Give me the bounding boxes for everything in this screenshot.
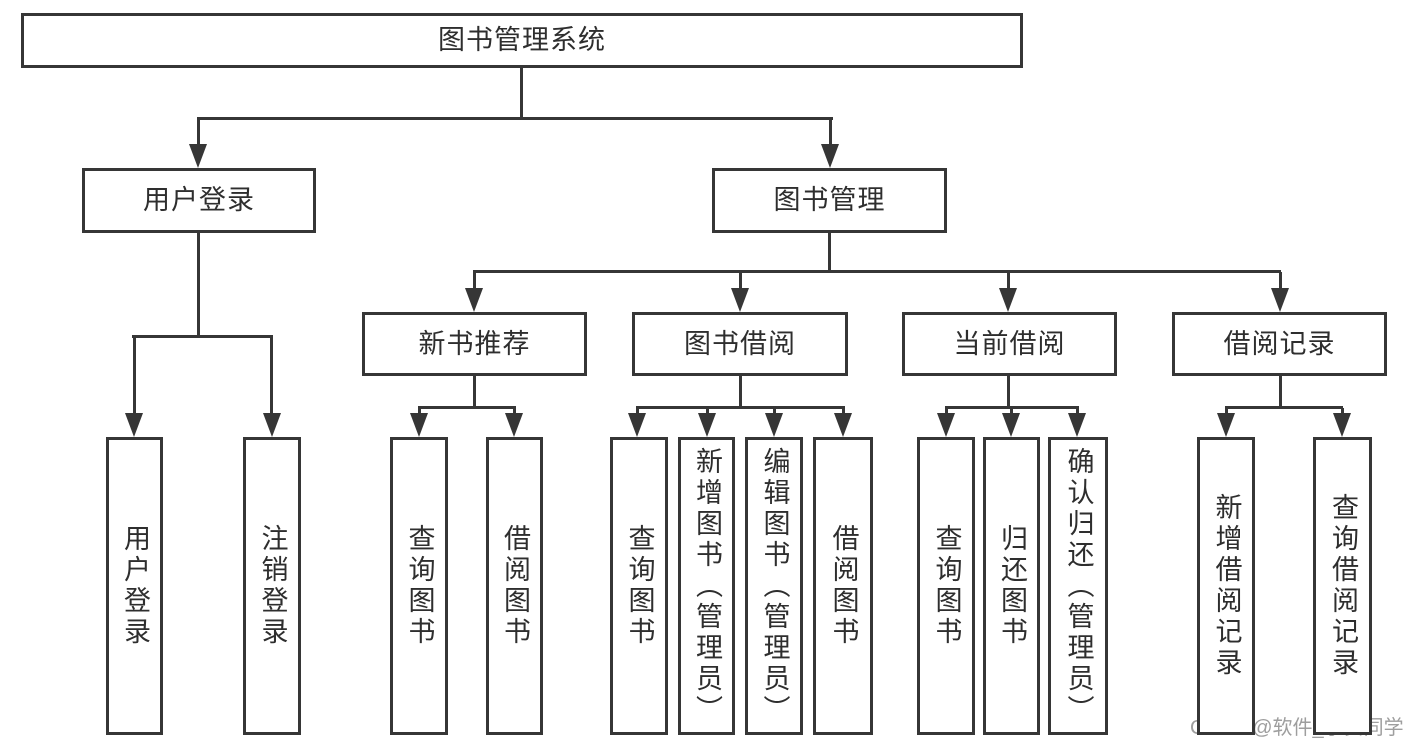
connector-line [197,119,200,146]
connector-line [1076,408,1079,414]
node-leaf-add-record: 新增借阅记录 [1197,437,1255,735]
node-label: 注销登录 [257,524,288,648]
node-label: 图书借阅 [684,328,796,359]
arrowhead-down-icon [125,413,143,437]
connector-line [270,337,273,414]
node-leaf-edit-book: 编辑图书（管理员） [745,437,803,735]
node-label: 用户登录 [143,185,255,215]
connector-line [739,272,742,289]
node-label: 图书管理系统 [438,25,606,55]
node-label: 借阅图书 [828,524,859,648]
node-leaf-query-book-2: 查询图书 [610,437,668,735]
connector-line [520,68,523,119]
node-leaf-add-book: 新增图书（管理员） [678,437,735,735]
node-label: 查询借阅记录 [1328,493,1358,679]
arrowhead-down-icon [505,413,523,437]
connector-line [197,232,200,337]
node-book-borrow: 图书借阅 [632,312,848,376]
node-label: 新增借阅记录 [1211,493,1242,679]
connector-line [418,408,421,414]
arrowhead-down-icon [1217,413,1235,437]
node-label: 借阅图书 [500,524,530,648]
arrowhead-down-icon [465,288,483,312]
node-current-borrow: 当前借阅 [902,312,1117,376]
connector-line [473,376,476,408]
connector-line [1010,408,1013,414]
node-leaf-logout: 注销登录 [243,437,301,735]
node-label: 新增图书（管理员） [692,446,722,726]
arrowhead-down-icon [731,288,749,312]
connector-line [1341,408,1344,414]
node-label: 编辑图书（管理员） [759,446,790,726]
node-label: 归还图书 [997,524,1027,648]
connector-line [418,406,516,409]
arrowhead-down-icon [821,144,839,168]
node-leaf-user-login: 用户登录 [106,437,163,735]
connector-line [1007,376,1010,408]
arrowhead-down-icon [410,413,428,437]
arrowhead-down-icon [698,413,716,437]
arrowhead-down-icon [1068,413,1086,437]
node-new-book-rec: 新书推荐 [362,312,587,376]
connector-line [773,408,776,414]
node-label: 查询图书 [931,524,962,648]
node-label: 当前借阅 [953,328,1066,359]
connector-line [828,233,831,272]
arrowhead-down-icon [263,413,281,437]
connector-line [473,270,1281,273]
node-label: 借阅记录 [1223,328,1336,359]
arrowhead-down-icon [628,413,646,437]
connector-line [945,408,948,414]
node-label: 新书推荐 [418,328,531,359]
node-leaf-borrow-book-1: 借阅图书 [486,437,543,735]
arrowhead-down-icon [765,413,783,437]
node-label: 确认归还（管理员） [1063,446,1094,726]
node-leaf-confirm-return: 确认归还（管理员） [1048,437,1108,735]
node-label: 用户登录 [120,524,150,648]
connector-line [133,337,136,414]
connector-line [829,119,832,146]
node-label: 图书管理 [773,185,886,215]
arrowhead-down-icon [1271,288,1289,312]
connector-line [636,406,845,409]
node-user-login: 用户登录 [82,168,316,233]
arrowhead-down-icon [1333,413,1351,437]
node-root: 图书管理系统 [21,13,1023,68]
node-leaf-query-record: 查询借阅记录 [1313,437,1372,735]
node-label: 查询图书 [624,524,655,648]
arrowhead-down-icon [999,288,1017,312]
arrowhead-down-icon [189,144,207,168]
node-label: 查询图书 [404,524,435,648]
arrowhead-down-icon [834,413,852,437]
arrowhead-down-icon [937,413,955,437]
connector-line [132,335,273,338]
connector-line [513,408,516,414]
node-borrow-records: 借阅记录 [1172,312,1387,376]
connector-line [1279,272,1282,289]
connector-line [1225,406,1343,409]
connector-line [842,408,845,414]
node-leaf-return-book: 归还图书 [983,437,1040,735]
connector-line [706,408,709,414]
node-leaf-borrow-book-2: 借阅图书 [813,437,873,735]
connector-line [636,408,639,414]
connector-line [473,272,476,289]
connector-line [739,376,742,408]
node-leaf-query-book-3: 查询图书 [917,437,975,735]
connector-line [945,406,1079,409]
connector-line [197,117,833,120]
node-leaf-query-book-1: 查询图书 [390,437,448,735]
connector-line [1007,272,1010,289]
connector-line [1279,376,1282,408]
node-book-mgmt: 图书管理 [712,168,947,233]
connector-line [1225,408,1228,414]
arrowhead-down-icon [1002,413,1020,437]
